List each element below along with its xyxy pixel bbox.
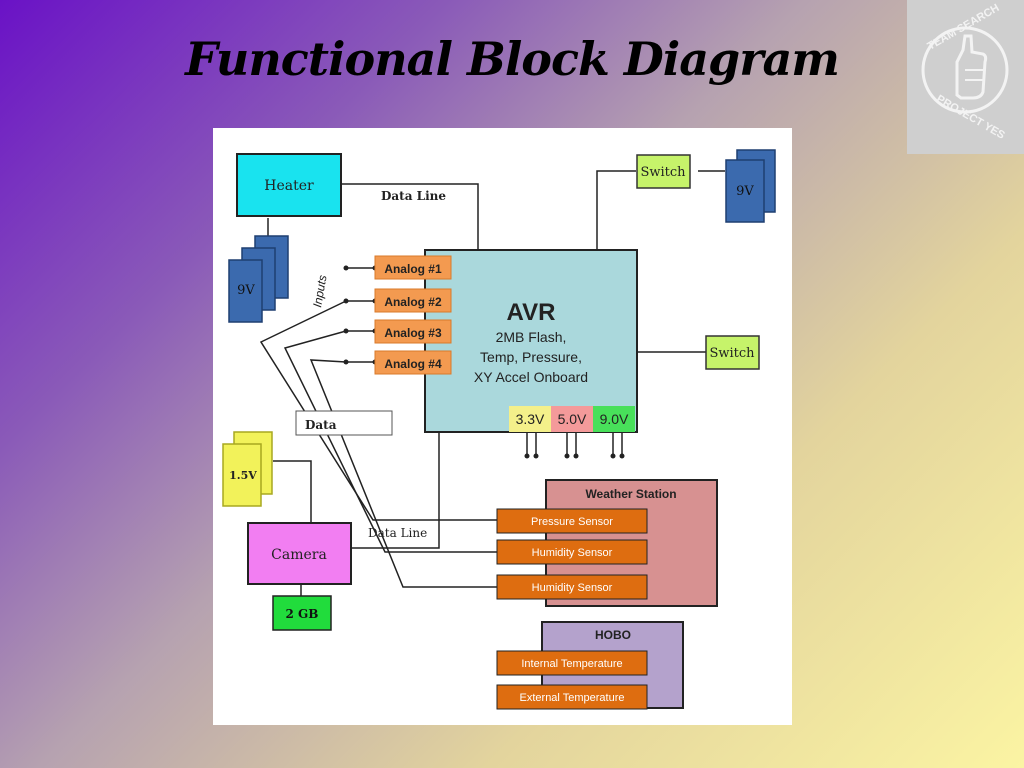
voltage-5v0: 5.0V — [551, 406, 593, 432]
data-line-top-label: Data Line — [381, 189, 446, 203]
heater-block: Heater — [236, 153, 342, 217]
voltage-9v0: 9.0V — [593, 406, 635, 432]
voltage-3v3: 3.3V — [509, 406, 551, 432]
switch-right-block: Switch — [705, 335, 760, 370]
data-line-bottom-label: Data Line — [368, 526, 427, 540]
battery-9v-right: 9V — [725, 149, 776, 223]
avr-line-2: Temp, Pressure, — [480, 349, 582, 365]
storage-label: 2 GB — [286, 607, 319, 621]
switch-top-block: Switch — [636, 154, 691, 189]
analog-1-label: Analog #1 — [384, 262, 442, 276]
avr-block: AVR 2MB Flash, Temp, Pressure, XY Accel … — [424, 249, 638, 433]
battery-9v-left: 9V — [228, 235, 289, 323]
data-label: Data — [305, 418, 337, 432]
internal-temperature-label: Internal Temperature — [521, 658, 622, 670]
analog-4-label: Analog #4 — [384, 357, 442, 371]
humidity-sensor-2-label: Humidity Sensor — [532, 582, 613, 594]
hobo-block: HOBO Internal Temperature External Tempe… — [496, 621, 684, 710]
pressure-sensor-label: Pressure Sensor — [531, 516, 613, 528]
avr-title: AVR — [507, 299, 556, 326]
camera-label: Camera — [271, 547, 327, 563]
analog-2-label: Analog #2 — [384, 295, 442, 309]
storage-block: 2 GB — [272, 595, 332, 631]
block-diagram: Heater Data Line 9V Switch 9V AVR 2MB Fl… — [222, 149, 776, 710]
humidity-sensor-1-label: Humidity Sensor — [532, 547, 613, 559]
avr-line-1: 2MB Flash, — [496, 329, 567, 345]
battery-left-label: 9V — [237, 283, 255, 298]
weather-station-block: Weather Station Pressure Sensor Humidity… — [496, 479, 718, 607]
analog-inputs: Analog #1 Analog #2 Analog #3 Analog #4 — [374, 255, 452, 375]
avr-line-3: XY Accel Onboard — [474, 369, 588, 385]
inputs-label: Inputs — [310, 274, 329, 309]
battery-1v5: 1.5V — [222, 431, 273, 507]
voltage-3v3-label: 3.3V — [516, 411, 545, 427]
slide-title: Functional Block Diagram — [185, 32, 840, 86]
analog-3-label: Analog #3 — [384, 326, 442, 340]
switch-right-label: Switch — [709, 346, 755, 361]
data-label-box: Data — [295, 410, 393, 436]
diagram-panel: Heater Data Line 9V Switch 9V AVR 2MB Fl… — [213, 128, 792, 725]
voltage-5v0-label: 5.0V — [558, 411, 587, 427]
voltage-9v0-label: 9.0V — [600, 411, 629, 427]
hobo-title: HOBO — [595, 628, 631, 642]
camera-block: Camera — [247, 522, 352, 585]
battery-right-label: 9V — [736, 184, 754, 199]
weather-station-title: Weather Station — [585, 487, 676, 501]
team-logo: TEAM SEARCH PROJECT YES — [907, 0, 1024, 154]
thumbs-up-logo-icon: TEAM SEARCH PROJECT YES — [921, 2, 1009, 142]
connection-lines — [259, 170, 725, 596]
external-temperature-label: External Temperature — [520, 692, 625, 704]
battery-1v5-label: 1.5V — [229, 469, 257, 482]
heater-label: Heater — [264, 178, 314, 194]
switch-top-label: Switch — [640, 165, 686, 180]
